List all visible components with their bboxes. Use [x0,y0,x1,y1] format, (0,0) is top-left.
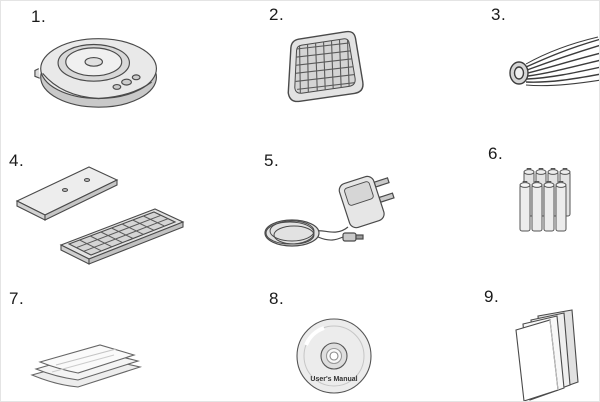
cd-label-text: User's Manual [310,376,357,383]
item-3-label: 3. [491,5,507,24]
manual-booklet-art [515,309,579,401]
item-9-label: 9. [484,287,500,306]
cleaning-cloth-icon [30,344,143,388]
item-7-label: 7. [9,289,25,308]
item-4-label: 4. [9,151,25,170]
dust-filter-art [287,30,364,103]
item-1-label: 1. [31,7,47,26]
power-adapter-icon [264,175,395,247]
battery-pack-art [519,168,571,232]
item-2-label: 2. [269,5,285,24]
mop-plates-icon [15,166,185,265]
side-brush-art [509,36,599,87]
cleaning-cloth-art [30,344,143,388]
side-brush-icon [509,36,599,87]
robot-vacuum-art [34,38,158,108]
cd-user-manual-icon: User's Manual [296,318,372,394]
cd-art: User's Manual [296,318,372,394]
manual-booklet-icon [515,309,579,401]
robot-vacuum-icon [34,38,158,108]
dust-filter-icon [287,30,364,103]
item-5-label: 5. [264,151,280,170]
mop-plates-art [15,166,185,265]
battery-front-row [519,181,567,232]
power-adapter-art [264,175,395,247]
item-6-label: 6. [488,144,504,163]
battery-pack-icon [519,168,571,232]
item-8-label: 8. [269,289,285,308]
